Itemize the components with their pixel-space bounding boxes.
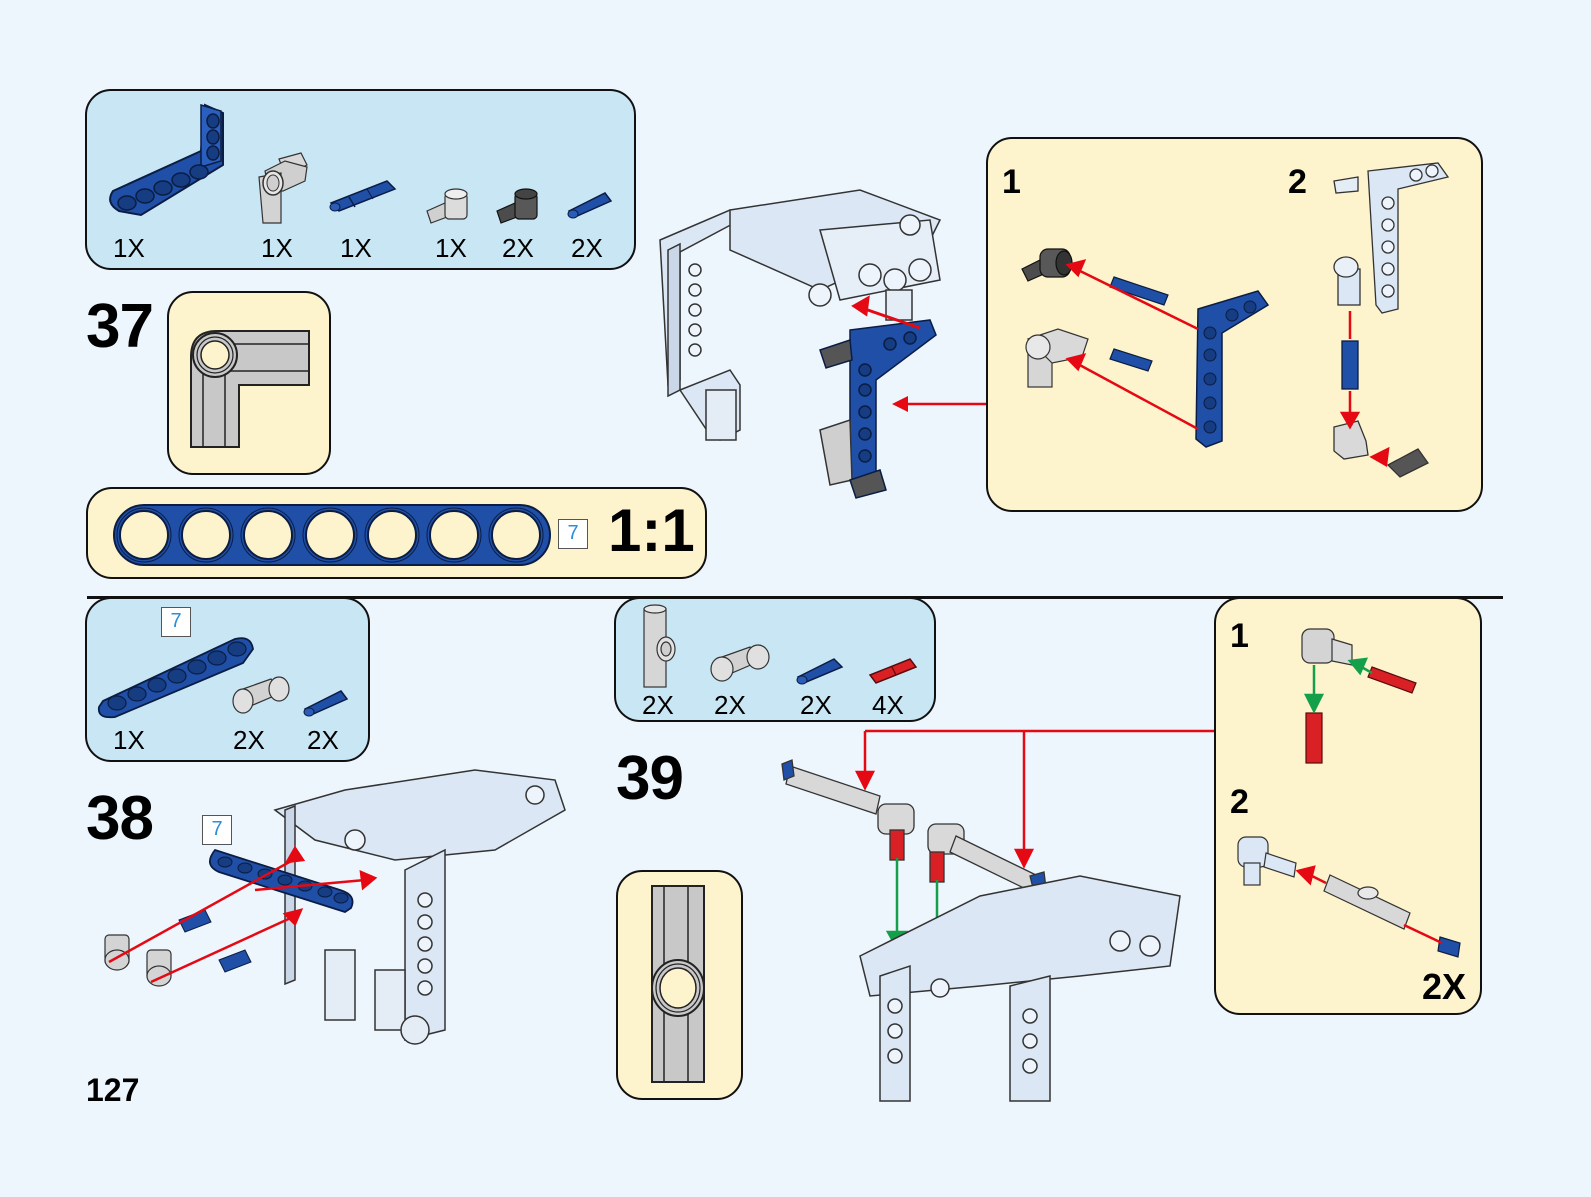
substep2-diagram: [1237, 836, 1461, 958]
part-qty: 4X: [872, 690, 904, 720]
sub-step-number: 2: [1288, 163, 1307, 201]
part-qty: 2X: [233, 725, 265, 755]
step37-subassembly-callout: 1 2: [986, 137, 1483, 512]
scale-label: 1:1: [608, 497, 695, 564]
part-qty: 1X: [113, 233, 145, 263]
step39-subassembly-callout: 1 2 2X: [1214, 597, 1482, 1015]
part-qty: 2X: [502, 233, 534, 263]
pin-hole-darkgray-icon: [496, 188, 538, 224]
part-qty: 2X: [571, 233, 603, 263]
cross-block-icon: [232, 676, 290, 714]
axle-pin-blue-icon: [567, 192, 613, 219]
length-badge: 7: [202, 815, 232, 845]
sub-step-number: 1: [1230, 617, 1249, 655]
substep1-diagram: [1301, 628, 1417, 764]
axle-connector-hole-icon: [643, 604, 676, 688]
part-qty: 1X: [113, 725, 145, 755]
axle-2-red-icon: [868, 658, 918, 684]
step37-model-assembly: [659, 189, 942, 499]
axle-connector-1to1-icon: [651, 885, 705, 1083]
step37-parts-panel: 1X 1X 1X 1X 2X 2X: [85, 89, 636, 270]
step38-model-assembly: [104, 769, 566, 1045]
part-qty: 2X: [307, 725, 339, 755]
subassembly-multiplier: 2X: [1422, 966, 1467, 1007]
callout-arrow-red: [892, 396, 986, 412]
sub-step-number: 1: [1002, 163, 1021, 201]
step-number: 38: [86, 784, 154, 853]
step-number: 39: [616, 744, 684, 813]
step38-parts-panel: 7 1X 2X 2X: [85, 597, 370, 762]
step39-model-assembly: [781, 729, 1216, 1102]
beam-7-blue-icon: [97, 637, 254, 719]
angle-connector-1to1-icon: [190, 330, 310, 448]
pin-hole-lightgray-icon: [426, 188, 468, 224]
page-number: 127: [86, 1072, 140, 1108]
beam-7-ruler-icon: [113, 504, 551, 566]
part-qty: 1X: [261, 233, 293, 263]
part-qty: 1X: [435, 233, 467, 263]
part-qty: 1X: [340, 233, 372, 263]
length-badge: 7: [558, 519, 588, 549]
angle-connector-icon: [258, 152, 308, 224]
sub-step-number: 2: [1230, 783, 1249, 821]
step37-angle-connector-callout: [167, 291, 331, 475]
substep1-diagram: [1021, 248, 1270, 448]
l-beam-blue-icon: [109, 103, 224, 217]
part-qty: 2X: [800, 690, 832, 720]
cross-block-icon: [710, 644, 770, 682]
length-badge: 7: [161, 607, 191, 637]
long-pin-blue-icon: [329, 180, 397, 212]
axle-pin-blue-icon: [303, 690, 349, 717]
step37-beam-ruler: 7 1:1: [86, 487, 707, 579]
step39-parts-panel: 2X 2X 2X 4X: [614, 597, 936, 722]
step-number: 37: [86, 292, 154, 361]
part-qty: 2X: [642, 690, 674, 720]
part-qty: 2X: [714, 690, 746, 720]
axle-pin-blue-icon: [796, 658, 844, 685]
step39-connector-callout: [616, 870, 743, 1100]
substep2-diagram: [1333, 162, 1450, 478]
